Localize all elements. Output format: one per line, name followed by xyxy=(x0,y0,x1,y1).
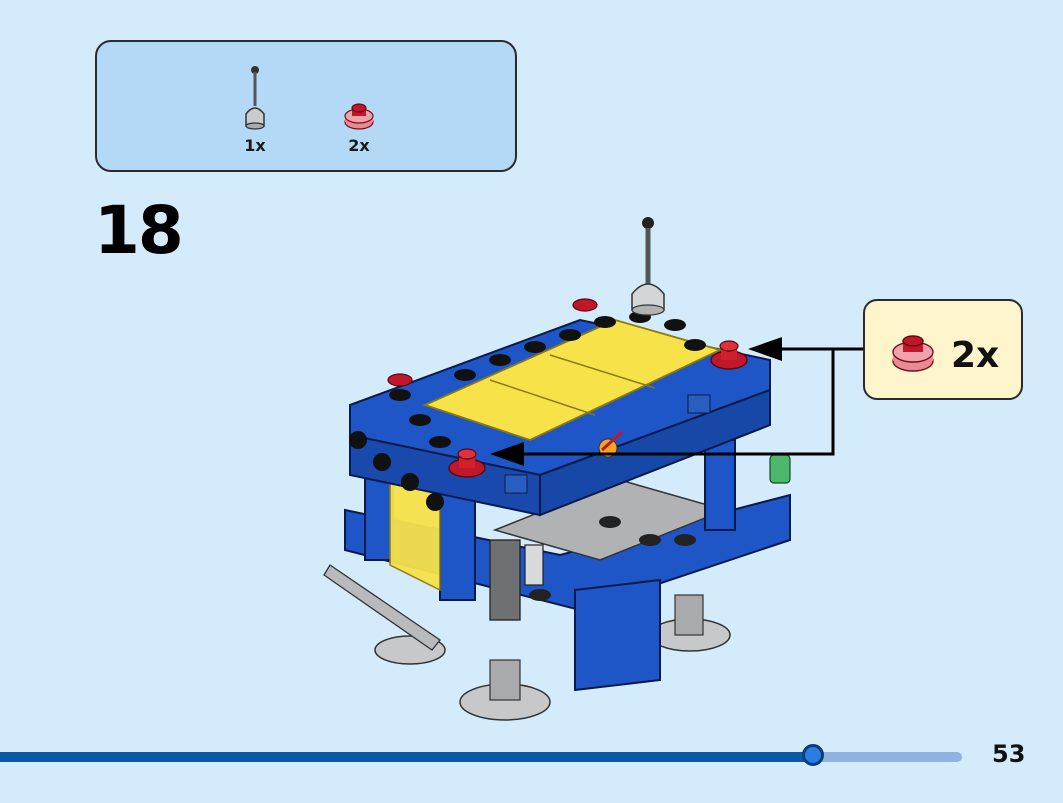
round-plate-red-part-icon xyxy=(344,103,374,130)
page-number: 53 xyxy=(992,740,1026,768)
arrow-head-front xyxy=(490,442,524,466)
parts-list-item-round-plate: 2x xyxy=(329,100,389,155)
step-number: 18 xyxy=(94,192,184,269)
antenna-part-qty: 1x xyxy=(244,136,266,155)
arrow-head-back xyxy=(748,337,782,361)
round-plate-red-callout-icon xyxy=(892,335,934,372)
parts-list-item-antenna: 1x xyxy=(225,64,285,155)
round-plate-part-qty: 2x xyxy=(348,136,370,155)
antenna-part-icon xyxy=(245,66,265,130)
callout-box: 2x xyxy=(863,299,1023,400)
progress-knob xyxy=(802,744,824,766)
progress-fill xyxy=(0,752,813,762)
new-red-plate-back xyxy=(710,340,748,370)
new-red-plate-front xyxy=(448,448,486,478)
antenna-on-model xyxy=(631,217,665,316)
parts-list-box: 1x 2x xyxy=(95,40,517,172)
callout-qty: 2x xyxy=(951,335,1000,376)
